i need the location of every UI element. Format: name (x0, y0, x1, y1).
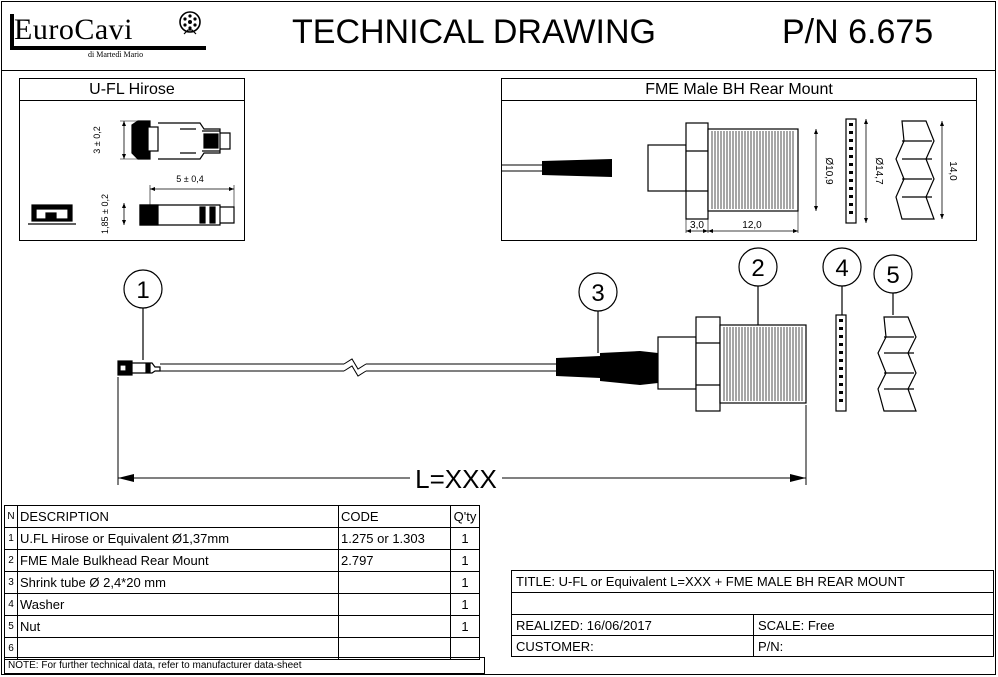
ufl-dim-profile: 1,85 ± 0,2 (100, 194, 110, 234)
fme-detail-drawing: Ø10,9 Ø14,7 14,0 3,0 12,0 (502, 118, 958, 233)
bom-cell-code: 1.275 or 1.303 (338, 527, 451, 550)
table-row: 6 (4, 637, 480, 660)
bom-cell-description: FME Male Bulkhead Rear Mount (17, 549, 339, 572)
bom-header-row: N DESCRIPTION CODE Q'ty (4, 505, 480, 528)
bom-cell-code (338, 615, 451, 638)
connector-logo-icon (179, 11, 201, 35)
washer-tooth (849, 211, 853, 214)
bom-cell-n: 4 (4, 593, 18, 616)
balloon-4-label: 4 (835, 255, 848, 282)
washer-tooth (849, 179, 853, 182)
bom-cell-n: 5 (4, 615, 18, 638)
title-block-customer: CUSTOMER: (516, 639, 594, 654)
title-block-title-row: TITLE: U-FL or Equivalent L=XXX + FME MA… (512, 571, 993, 593)
washer-tooth (849, 187, 853, 190)
detail-fme-title: FME Male BH Rear Mount (502, 79, 976, 101)
washer-tooth (849, 171, 853, 174)
washer-tooth (849, 195, 853, 198)
detail-ufl-title: U-FL Hirose (20, 79, 244, 101)
ufl-dim-height: 3 ± 0,2 (92, 126, 102, 153)
assembly-drawing: 1 2 3 4 5 L=XXX (117, 247, 917, 494)
fme-dim-nut: 14,0 (947, 161, 958, 181)
washer-tooth (849, 203, 853, 206)
bom-cell-qty: 1 (450, 593, 480, 616)
bom-header-n: N (4, 505, 18, 528)
fme-dim-body: 12,0 (742, 220, 762, 231)
bom-cell-description: Shrink tube Ø 2,4*20 mm (17, 571, 339, 594)
washer-tooth (839, 359, 843, 362)
bom-cell-qty: 1 (450, 549, 480, 572)
fme-dim-washer: Ø14,7 (873, 157, 884, 185)
washer-tooth (839, 319, 843, 322)
washer-tooth (839, 367, 843, 370)
bom-header-qty: Q'ty (450, 505, 480, 528)
washer-tooth (839, 343, 843, 346)
washer-tooth (839, 383, 843, 386)
bom-cell-n: 3 (4, 571, 18, 594)
title-block-blank-row (512, 593, 993, 615)
balloon-3-label: 3 (591, 280, 604, 307)
title-block-scale: SCALE: Free (753, 615, 835, 636)
title-block-realized: REALIZED: 16/06/2017 (516, 618, 652, 633)
table-row: 1 U.FL Hirose or Equivalent Ø1,37mm 1.27… (4, 527, 480, 550)
bom-cell-qty: 1 (450, 571, 480, 594)
bom-cell-code: 2.797 (338, 549, 451, 572)
title-block: TITLE: U-FL or Equivalent L=XXX + FME MA… (511, 570, 994, 657)
title-block-title: TITLE: U-FL or Equivalent L=XXX + FME MA… (516, 574, 905, 589)
washer-tooth (839, 399, 843, 402)
ufl-detail-drawing: 3 ± 0,2 5 ± 0,4 1,85 ± 0,2 (28, 120, 235, 234)
washer-tooth (839, 351, 843, 354)
ufl-dim-length: 5 ± 0,4 (176, 174, 203, 184)
washer-tooth (849, 147, 853, 150)
table-row: 5 Nut 1 (4, 615, 480, 638)
table-row: 4 Washer 1 (4, 593, 480, 616)
fme-dim-thread: Ø10,9 (823, 157, 834, 185)
washer-tooth (839, 335, 843, 338)
title-block-realized-row: REALIZED: 16/06/2017 SCALE: Free (512, 615, 993, 636)
detail-ufl-box: U-FL Hirose 3 ± 0,2 5 ± 0,4 (19, 78, 245, 241)
title-block-customer-row: CUSTOMER: P/N: (512, 636, 993, 657)
washer-tooth (849, 155, 853, 158)
balloon-5-label: 5 (886, 262, 899, 289)
washer-tooth (839, 327, 843, 330)
bom-cell-description: U.FL Hirose or Equivalent Ø1,37mm (17, 527, 339, 550)
logo-bar-left (10, 14, 14, 48)
bom-note: NOTE: For further technical data, refer … (4, 657, 485, 674)
bom-cell-code (338, 571, 451, 594)
table-row: 2 FME Male Bulkhead Rear Mount 2.797 1 (4, 549, 480, 572)
eurocavi-logo: EuroCavi di Martedì Mario (10, 8, 210, 60)
detail-fme-box: FME Male BH Rear Mount Ø10,9 Ø14,7 14,0 (501, 78, 977, 241)
bom-cell-qty (450, 637, 480, 660)
washer-tooth (849, 139, 853, 142)
bom-cell-description: Nut (17, 615, 339, 638)
logo-subtitle: di Martedì Mario (88, 50, 144, 59)
washer-tooth (849, 163, 853, 166)
fme-dim-flange: 3,0 (690, 220, 704, 231)
table-row: 3 Shrink tube Ø 2,4*20 mm 1 (4, 571, 480, 594)
washer-tooth (839, 391, 843, 394)
washer-tooth (849, 131, 853, 134)
bom-header-description: DESCRIPTION (17, 505, 339, 528)
title-block-pn: P/N: (753, 636, 783, 657)
bom-table: N DESCRIPTION CODE Q'ty 1 U.FL Hirose or… (4, 505, 480, 660)
bom-cell-code (338, 593, 451, 616)
logo-name: EuroCavi (14, 13, 133, 46)
bom-cell-n: 2 (4, 549, 18, 572)
page-title: TECHNICAL DRAWING (292, 13, 656, 51)
bom-cell-qty: 1 (450, 527, 480, 550)
balloon-1-label: 1 (136, 277, 149, 304)
bom-cell-description: Washer (17, 593, 339, 616)
balloon-2-label: 2 (751, 255, 764, 282)
part-number: P/N 6.675 (782, 13, 934, 51)
bom-header-code: CODE (338, 505, 451, 528)
assembly-length-label: L=XXX (415, 464, 497, 494)
washer-tooth (839, 375, 843, 378)
bom-cell-qty: 1 (450, 615, 480, 638)
bom-cell-n: 1 (4, 527, 18, 550)
logo-bar-bottom (10, 46, 206, 50)
header-divider (1, 70, 996, 71)
washer-tooth (849, 123, 853, 126)
